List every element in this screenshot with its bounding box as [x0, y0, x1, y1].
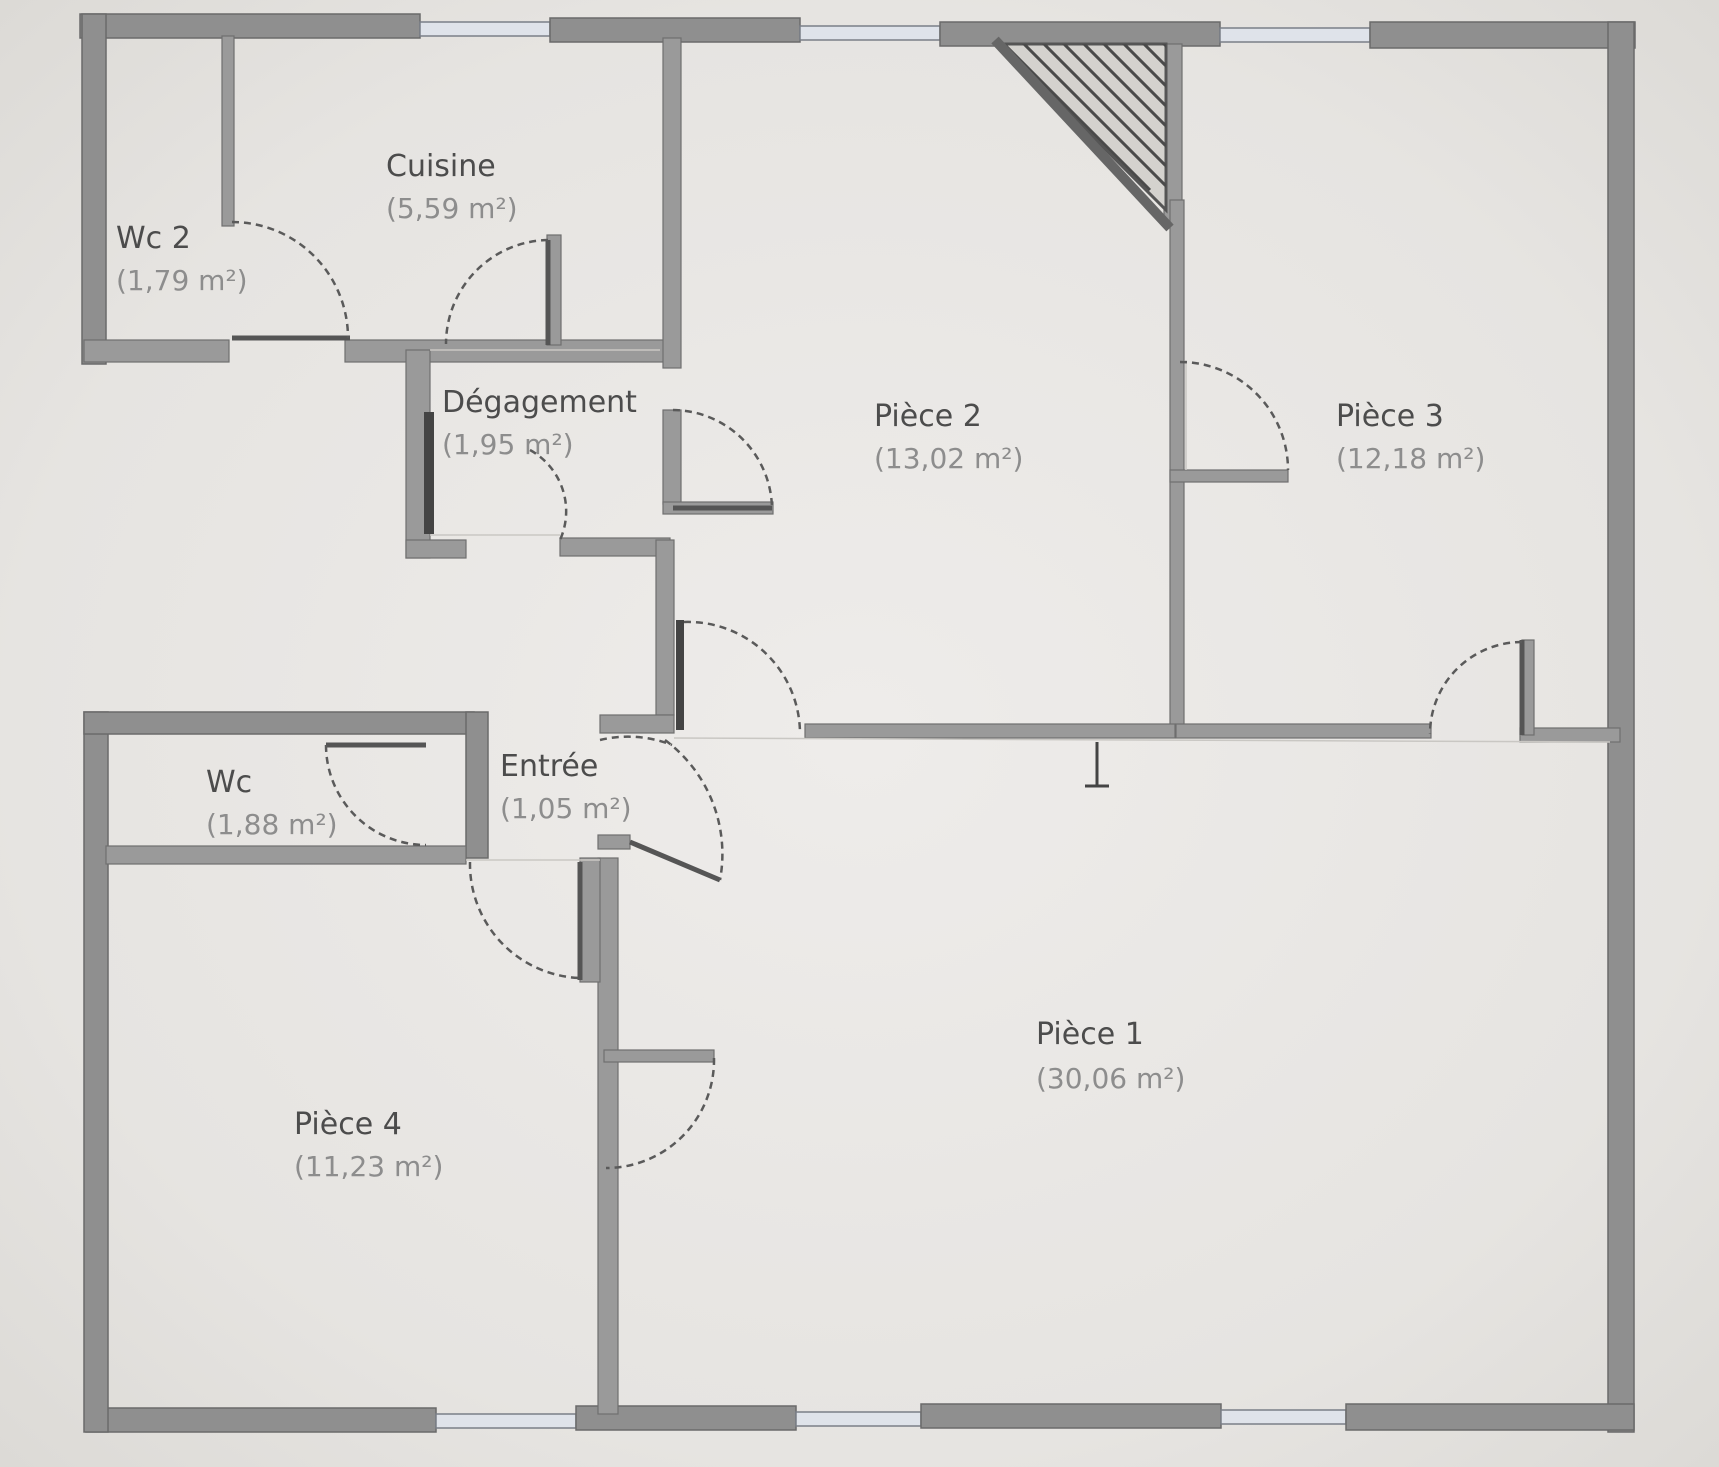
- outer-walls: [79, 13, 1636, 1433]
- room-area: (1,95 m²): [442, 428, 574, 461]
- room-area: (12,18 m²): [1336, 442, 1485, 475]
- room-area: (11,23 m²): [294, 1150, 443, 1183]
- room-label-degagement: Dégagement (1,95 m²): [442, 385, 637, 461]
- room-label-piece4: Pièce 4 (11,23 m²): [294, 1107, 443, 1183]
- room-label-cuisine: Cuisine (5,59 m²): [386, 149, 518, 225]
- room-name: Pièce 1: [1036, 1017, 1144, 1052]
- hatched-duct: [991, 36, 1174, 232]
- room-name: Cuisine: [386, 149, 496, 184]
- doors: [231, 220, 1525, 1170]
- inner-walls: [83, 35, 1621, 1415]
- room-name: Wc 2: [116, 221, 191, 256]
- room-name: Pièce 4: [294, 1107, 402, 1142]
- room-label-piece3: Pièce 3 (12,18 m²): [1336, 399, 1485, 475]
- room-area: (1,88 m²): [206, 808, 338, 841]
- room-label-piece1: Pièce 1 (30,06 m²): [1036, 1017, 1185, 1095]
- room-area: (1,05 m²): [500, 792, 632, 825]
- room-area: (1,79 m²): [116, 264, 248, 297]
- room-area: (5,59 m²): [386, 192, 518, 225]
- room-name: Wc: [206, 765, 252, 800]
- room-name: Pièce 2: [874, 399, 982, 434]
- room-area: (13,02 m²): [874, 442, 1023, 475]
- room-label-wc: Wc (1,88 m²): [206, 765, 338, 841]
- room-area: (30,06 m²): [1036, 1062, 1185, 1095]
- room-name: Dégagement: [442, 385, 637, 420]
- room-name: Entrée: [500, 749, 598, 784]
- room-name: Pièce 3: [1336, 399, 1444, 434]
- room-label-piece2: Pièce 2 (13,02 m²): [874, 399, 1023, 475]
- room-label-entree: Entrée (1,05 m²): [500, 749, 632, 825]
- room-label-wc2: Wc 2 (1,79 m²): [116, 221, 248, 297]
- room-boundaries: [430, 349, 1611, 861]
